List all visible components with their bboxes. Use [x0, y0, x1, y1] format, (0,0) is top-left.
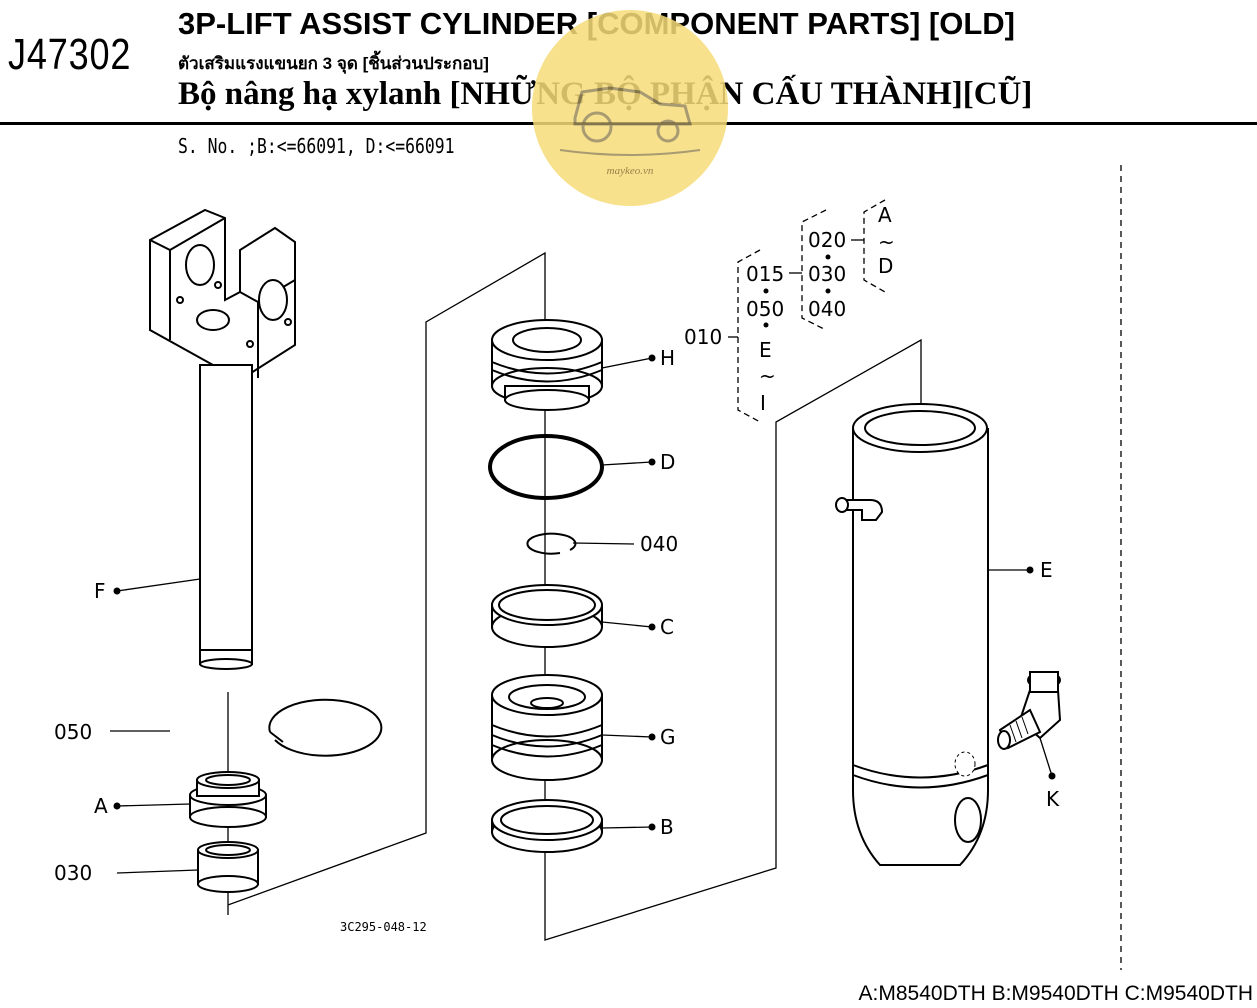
label-A: A: [94, 794, 108, 818]
label-H: H: [660, 346, 675, 370]
part-030-collar: [197, 841, 259, 893]
label-K: K: [1046, 787, 1060, 811]
label-D: D: [660, 450, 675, 474]
label-050: 050: [54, 720, 92, 744]
tree-label-015: 015: [746, 262, 784, 286]
tree-label-tilde-1: ~: [759, 364, 776, 388]
tree-label-tilde-2: ~: [878, 230, 895, 254]
part-D-o-ring: [488, 434, 604, 500]
part-A-bushing: [189, 771, 267, 828]
label-030: 030: [54, 861, 92, 885]
tree-label-I: I: [760, 391, 766, 415]
label-F: F: [94, 579, 106, 603]
leader-lines: [110, 357, 1053, 874]
label-B: B: [660, 815, 674, 839]
part-H-cylinder-head: [491, 319, 603, 411]
tree-label-030: 030: [808, 262, 846, 286]
tree-label-D: D: [878, 254, 893, 278]
part-E-cylinder-tube: [835, 403, 989, 866]
tree-label-040: 040: [808, 297, 846, 321]
part-050-snap-ring: [268, 698, 383, 757]
label-G: G: [660, 725, 676, 749]
tree-label-A: A: [878, 203, 892, 227]
assembly-frame-lines: [227, 251, 922, 941]
tree-label-E: E: [759, 338, 772, 362]
assembly-tree-connectors: [728, 239, 864, 338]
label-C: C: [660, 615, 674, 639]
assembly-tree-brackets: [737, 199, 886, 423]
label-E: E: [1040, 558, 1053, 582]
tree-label-050: 050: [746, 297, 784, 321]
part-B-ring: [491, 799, 603, 853]
part-G-piston: [491, 674, 603, 781]
title-thai: ตัวเสริมแรงแขนยก 3 จุด [ชิ้นส่วนประกอบ]: [178, 54, 489, 73]
watermark-text: maykeo.vn: [607, 165, 654, 177]
label-040: 040: [640, 532, 678, 556]
part-K-elbow-fitting: [997, 671, 1062, 750]
part-C-ring: [491, 584, 603, 648]
drawing-reference-code: 3C295-048-12: [340, 920, 427, 934]
part-F-piston-rod: [149, 208, 296, 670]
diagram-code: J47302: [8, 30, 132, 79]
tree-label-020: 020: [808, 228, 846, 252]
part-040-snap-ring: [526, 532, 577, 555]
serial-number-range: S. No. ;B:<=66091, D:<=66091: [178, 134, 455, 158]
leader-dots: [113, 354, 1056, 831]
model-applicability-footer: A:M8540DTH B:M9540DTH C:M9540DTH: [858, 982, 1253, 1005]
watermark-logo: maykeo.vn: [532, 10, 728, 206]
assembly-tree-dots: [763, 254, 831, 328]
tree-label-010: 010: [684, 325, 722, 349]
